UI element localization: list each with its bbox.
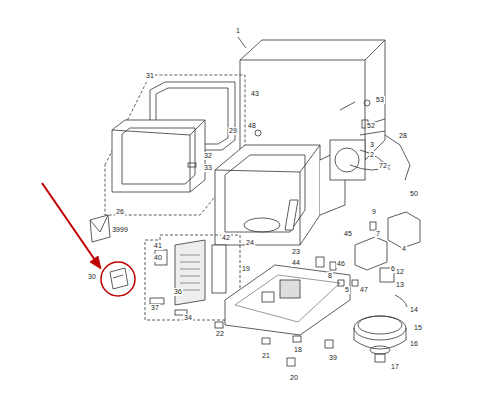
callout-number: 72 <box>378 162 388 170</box>
callout-number: 43 <box>250 90 260 98</box>
callout-number: 39 <box>328 354 338 362</box>
callout-number: 52 <box>366 122 376 130</box>
callout-number: 3999 <box>111 226 129 234</box>
callout-number: 17 <box>390 363 400 371</box>
callout-number: 34 <box>183 314 193 322</box>
callout-number: 45 <box>343 230 353 238</box>
callout-number: 29 <box>228 127 238 135</box>
callout-number: 40 <box>153 254 163 262</box>
callout-number: 48 <box>247 122 257 130</box>
callout-number: 7 <box>375 230 381 238</box>
callout-number: 18 <box>293 346 303 354</box>
callout-number: 19 <box>241 265 251 273</box>
callout-number: 47 <box>359 286 369 294</box>
callout-number: 14 <box>409 306 419 314</box>
callout-number: 2 <box>369 151 375 159</box>
callout-number: 42 <box>221 234 231 242</box>
callout-number: 32 <box>203 152 213 160</box>
callout-number: 53 <box>375 96 385 104</box>
callout-number: 33 <box>203 164 213 172</box>
callout-number: 15 <box>413 324 423 332</box>
callout-number: 4 <box>401 245 407 253</box>
callout-number: 37 <box>150 304 160 312</box>
callout-number: 24 <box>245 239 255 247</box>
callout-number: 30 <box>87 273 97 281</box>
callout-number: 5 <box>344 286 350 294</box>
callout-number: 36 <box>173 288 183 296</box>
callout-number: 9 <box>371 208 377 216</box>
callout-number: 22 <box>215 330 225 338</box>
callout-number: 31 <box>145 72 155 80</box>
callout-number: 26 <box>115 208 125 216</box>
callout-number: 13 <box>395 281 405 289</box>
callout-number: 44 <box>291 259 301 267</box>
callout-number: 20 <box>289 374 299 382</box>
callout-number: 8 <box>327 272 333 280</box>
callout-number: 1 <box>235 27 241 35</box>
callout-number: 23 <box>291 248 301 256</box>
callout-number: 50 <box>409 190 419 198</box>
callout-number: 28 <box>398 132 408 140</box>
callout-number: 46 <box>336 260 346 268</box>
callout-number: 21 <box>261 352 271 360</box>
callout-number: 12 <box>395 268 405 276</box>
callout-number: 16 <box>409 340 419 348</box>
callout-number: 41 <box>153 242 163 250</box>
callout-number: 3 <box>369 141 375 149</box>
